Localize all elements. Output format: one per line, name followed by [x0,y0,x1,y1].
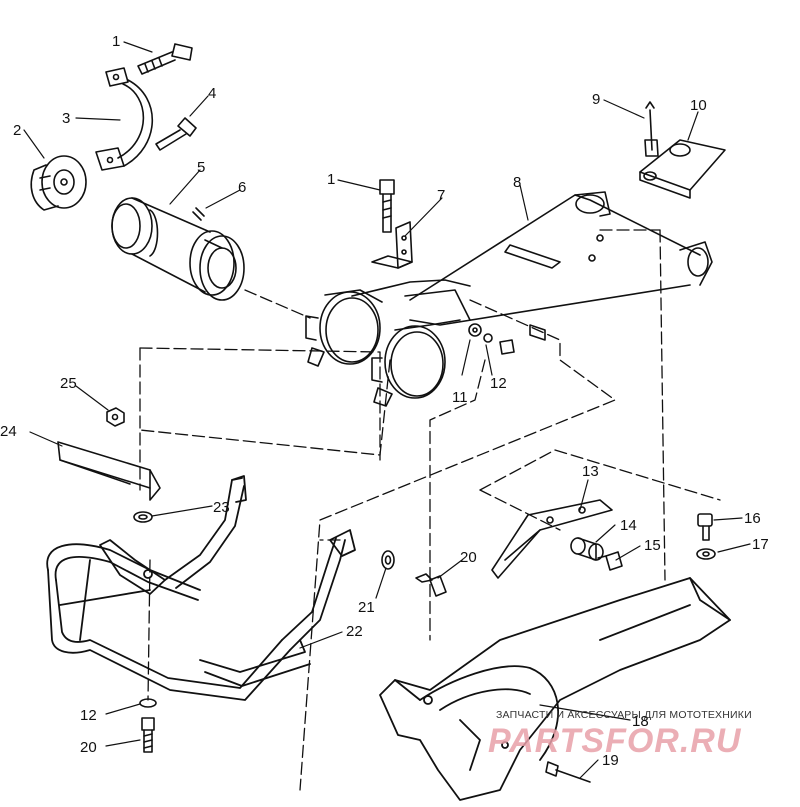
clamp-pair [305,279,493,407]
bolt-15 [597,551,623,571]
callout-6: 6 [238,179,246,196]
callout-20-right: 20 [460,549,477,566]
spacer-14 [570,537,604,561]
callout-3: 3 [62,110,70,127]
arm-8 [409,191,713,355]
bolt-1-middle [379,179,395,233]
watermark-brand: PARTSFOR.RU [488,722,742,760]
callout-16: 16 [744,510,761,527]
callout-1-top: 1 [112,33,120,50]
bumper-22 [46,475,356,701]
leader-lines [23,41,751,779]
callout-labels: 1 2 3 4 5 6 1 7 8 9 10 11 12 13 14 15 16… [0,33,769,769]
callout-12-top: 12 [490,375,507,392]
bushing-2 [30,155,87,211]
washer-21 [381,550,395,570]
nut-25 [106,407,125,427]
bolt-20-bottom [141,717,155,753]
callout-19: 19 [602,752,619,769]
bracket-7 [371,221,413,269]
angle-bracket-24 [57,441,161,501]
watermark: ЗАПЧАСТИ И АКСЕССУАРЫ ДЛЯ МОТОТЕХНИКИ PA… [488,709,752,760]
callout-23: 23 [213,499,230,516]
callout-18: 18 [632,713,649,730]
callout-24: 24 [0,423,17,440]
callout-20-bottom: 20 [80,739,97,756]
callout-17: 17 [752,536,769,553]
bolt-1-top [137,43,193,75]
callout-2: 2 [13,122,21,139]
callout-8: 8 [513,174,521,191]
pin-6 [192,207,205,221]
callout-12-bottom: 12 [80,707,97,724]
bolt-20-right [415,573,447,597]
callout-7: 7 [437,187,445,204]
bolt-16 [697,513,713,541]
callout-22: 22 [346,623,363,640]
chaincase-18 [379,577,731,801]
callout-25: 25 [60,375,77,392]
washer-12-bottom [139,698,157,708]
callout-14: 14 [620,517,637,534]
callout-10: 10 [690,97,707,114]
callout-1-middle: 1 [327,171,335,188]
bracket-13 [491,499,613,579]
plate-10 [639,139,726,199]
callout-4: 4 [208,85,216,102]
callout-5: 5 [197,159,205,176]
washer-17 [696,548,716,560]
callout-21: 21 [358,599,375,616]
bolt-9 [644,101,659,157]
clamp-3 [95,67,154,171]
callout-15: 15 [644,537,661,554]
screw-19 [545,761,591,783]
bolt-4 [155,117,197,151]
sleeve-5 [111,197,245,301]
callout-13: 13 [582,463,599,480]
washer-23 [133,511,153,523]
callout-9: 9 [592,91,600,108]
callout-11: 11 [452,389,468,406]
watermark-tagline: ЗАПЧАСТИ И АКСЕССУАРЫ ДЛЯ МОТОТЕХНИКИ [496,709,752,721]
